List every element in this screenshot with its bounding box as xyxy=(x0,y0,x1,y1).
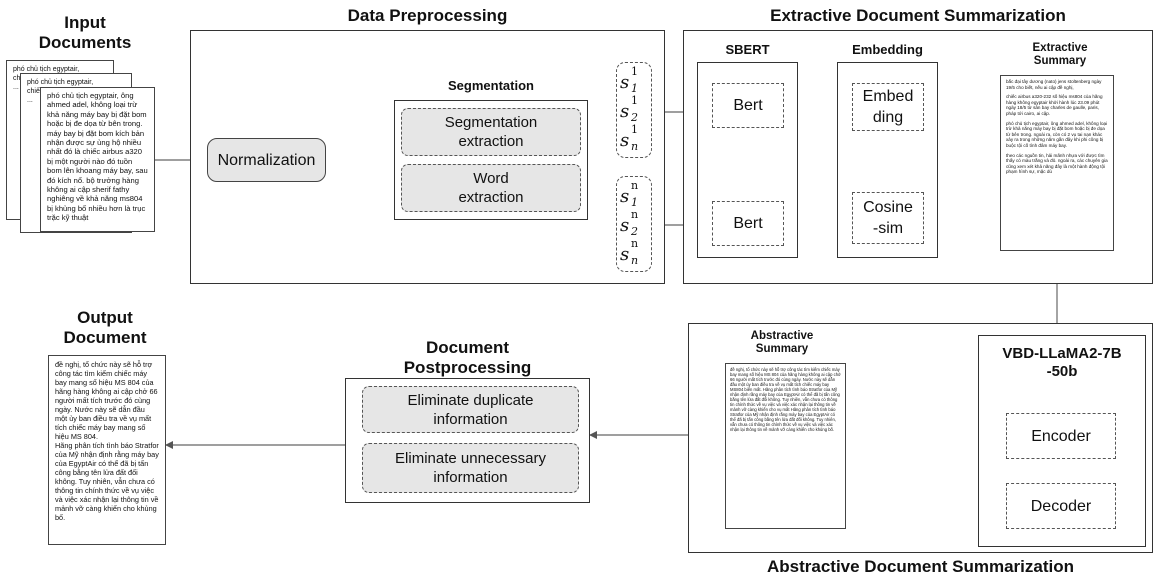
sentence-symbol: s xyxy=(620,130,630,151)
eliminate-duplicate-box: Eliminate duplicate information xyxy=(362,386,579,433)
input-document-front: phó chủ tịch egyptair, ông ahmed adel, k… xyxy=(40,87,155,232)
input-documents-title: Input Documents xyxy=(38,13,132,52)
word-extraction-box: Word extraction xyxy=(401,164,581,212)
sentence-symbol: s xyxy=(620,215,630,236)
sentence-subscript: 2 xyxy=(631,111,638,124)
sentence-superscript: n xyxy=(631,237,639,250)
extractive-summary-paragraph: phó chủ tịch egyptair, ông ahmed adel, k… xyxy=(1006,120,1109,148)
sentence-subscript: 2 xyxy=(631,225,638,238)
abstractive-summary-document: đề nghị, tổ chức này sẽ hỗ trợ công tác … xyxy=(725,363,846,529)
extractive-summarization-title: Extractive Document Summarization xyxy=(770,6,1066,25)
abstractive-summary-title: Abstractive Summary xyxy=(750,330,814,355)
output-document-text: đề nghị, tổ chức này sẽ hỗ trợ công tác … xyxy=(55,360,159,522)
segmentation-extraction-box: Segmentation extraction xyxy=(401,108,581,156)
sentence-superscript: n xyxy=(631,208,639,221)
sentence-superscript: 1 xyxy=(631,123,638,136)
eliminate-unnecessary-box: Eliminate unnecessary information xyxy=(362,443,579,493)
sentence-subscript: n xyxy=(631,254,639,267)
sentence-group-bottom xyxy=(616,176,652,272)
extractive-summary-paragraph: chiếc airbus a320-232 số hiệu ms804 của … xyxy=(1006,94,1104,116)
segmentation-title: Segmentation xyxy=(448,78,534,93)
llama-model-title: VBD-LLaMA2-7B -50b xyxy=(1002,345,1122,380)
sentence-symbol: s xyxy=(620,244,630,265)
normalization-box: Normalization xyxy=(207,138,326,182)
sentence-symbol: s xyxy=(620,186,630,207)
extractive-summary-paragraph: theo các nguồn tin, hải mãnh nhựa với đư… xyxy=(1006,152,1109,175)
output-document-title: Output Document xyxy=(63,308,147,347)
sentence-superscript: n xyxy=(631,179,639,192)
data-preprocessing-title: Data Preprocessing xyxy=(347,6,508,25)
abstractive-summarization-title: Abstractive Document Summarization xyxy=(766,557,1074,576)
sentence-subscript: n xyxy=(631,140,639,153)
sentence-group-top xyxy=(616,62,652,158)
embedding-title: Embedding xyxy=(852,42,923,57)
document-postprocessing-title: Document Postprocessing xyxy=(403,338,532,377)
output-document: đề nghị, tổ chức này sẽ hỗ trợ công tác … xyxy=(48,355,166,545)
sentence-symbol: s xyxy=(620,72,630,93)
sentence-superscript: 1 xyxy=(631,65,638,78)
extractive-summary-paragraph: bắc đại tây dương (nato) jens stoltenber… xyxy=(1006,79,1103,90)
extractive-summary-document: bắc đại tây dương (nato) jens stoltenber… xyxy=(1000,75,1114,251)
sentence-subscript: 1 xyxy=(631,82,638,95)
input-document-front-text: phó chủ tịch egyptair, ông ahmed adel, k… xyxy=(47,91,148,223)
sbert-title: SBERT xyxy=(725,42,770,57)
sentence-superscript: 1 xyxy=(631,94,638,107)
bert-top-box: Bert xyxy=(712,83,784,128)
abstractive-summary-text: đề nghị, tổ chức này sẽ hỗ trợ công tác … xyxy=(730,367,841,432)
extractive-summary-title: Extractive Summary xyxy=(1032,42,1088,67)
embed-box: Embed ding xyxy=(852,83,924,131)
encoder-box: Encoder xyxy=(1006,413,1116,459)
decoder-box: Decoder xyxy=(1006,483,1116,529)
sentence-subscript: 1 xyxy=(631,196,638,209)
bert-bottom-box: Bert xyxy=(712,201,784,246)
sentence-symbol: s xyxy=(620,101,630,122)
cosine-sim-box: Cosine -sim xyxy=(852,192,924,244)
